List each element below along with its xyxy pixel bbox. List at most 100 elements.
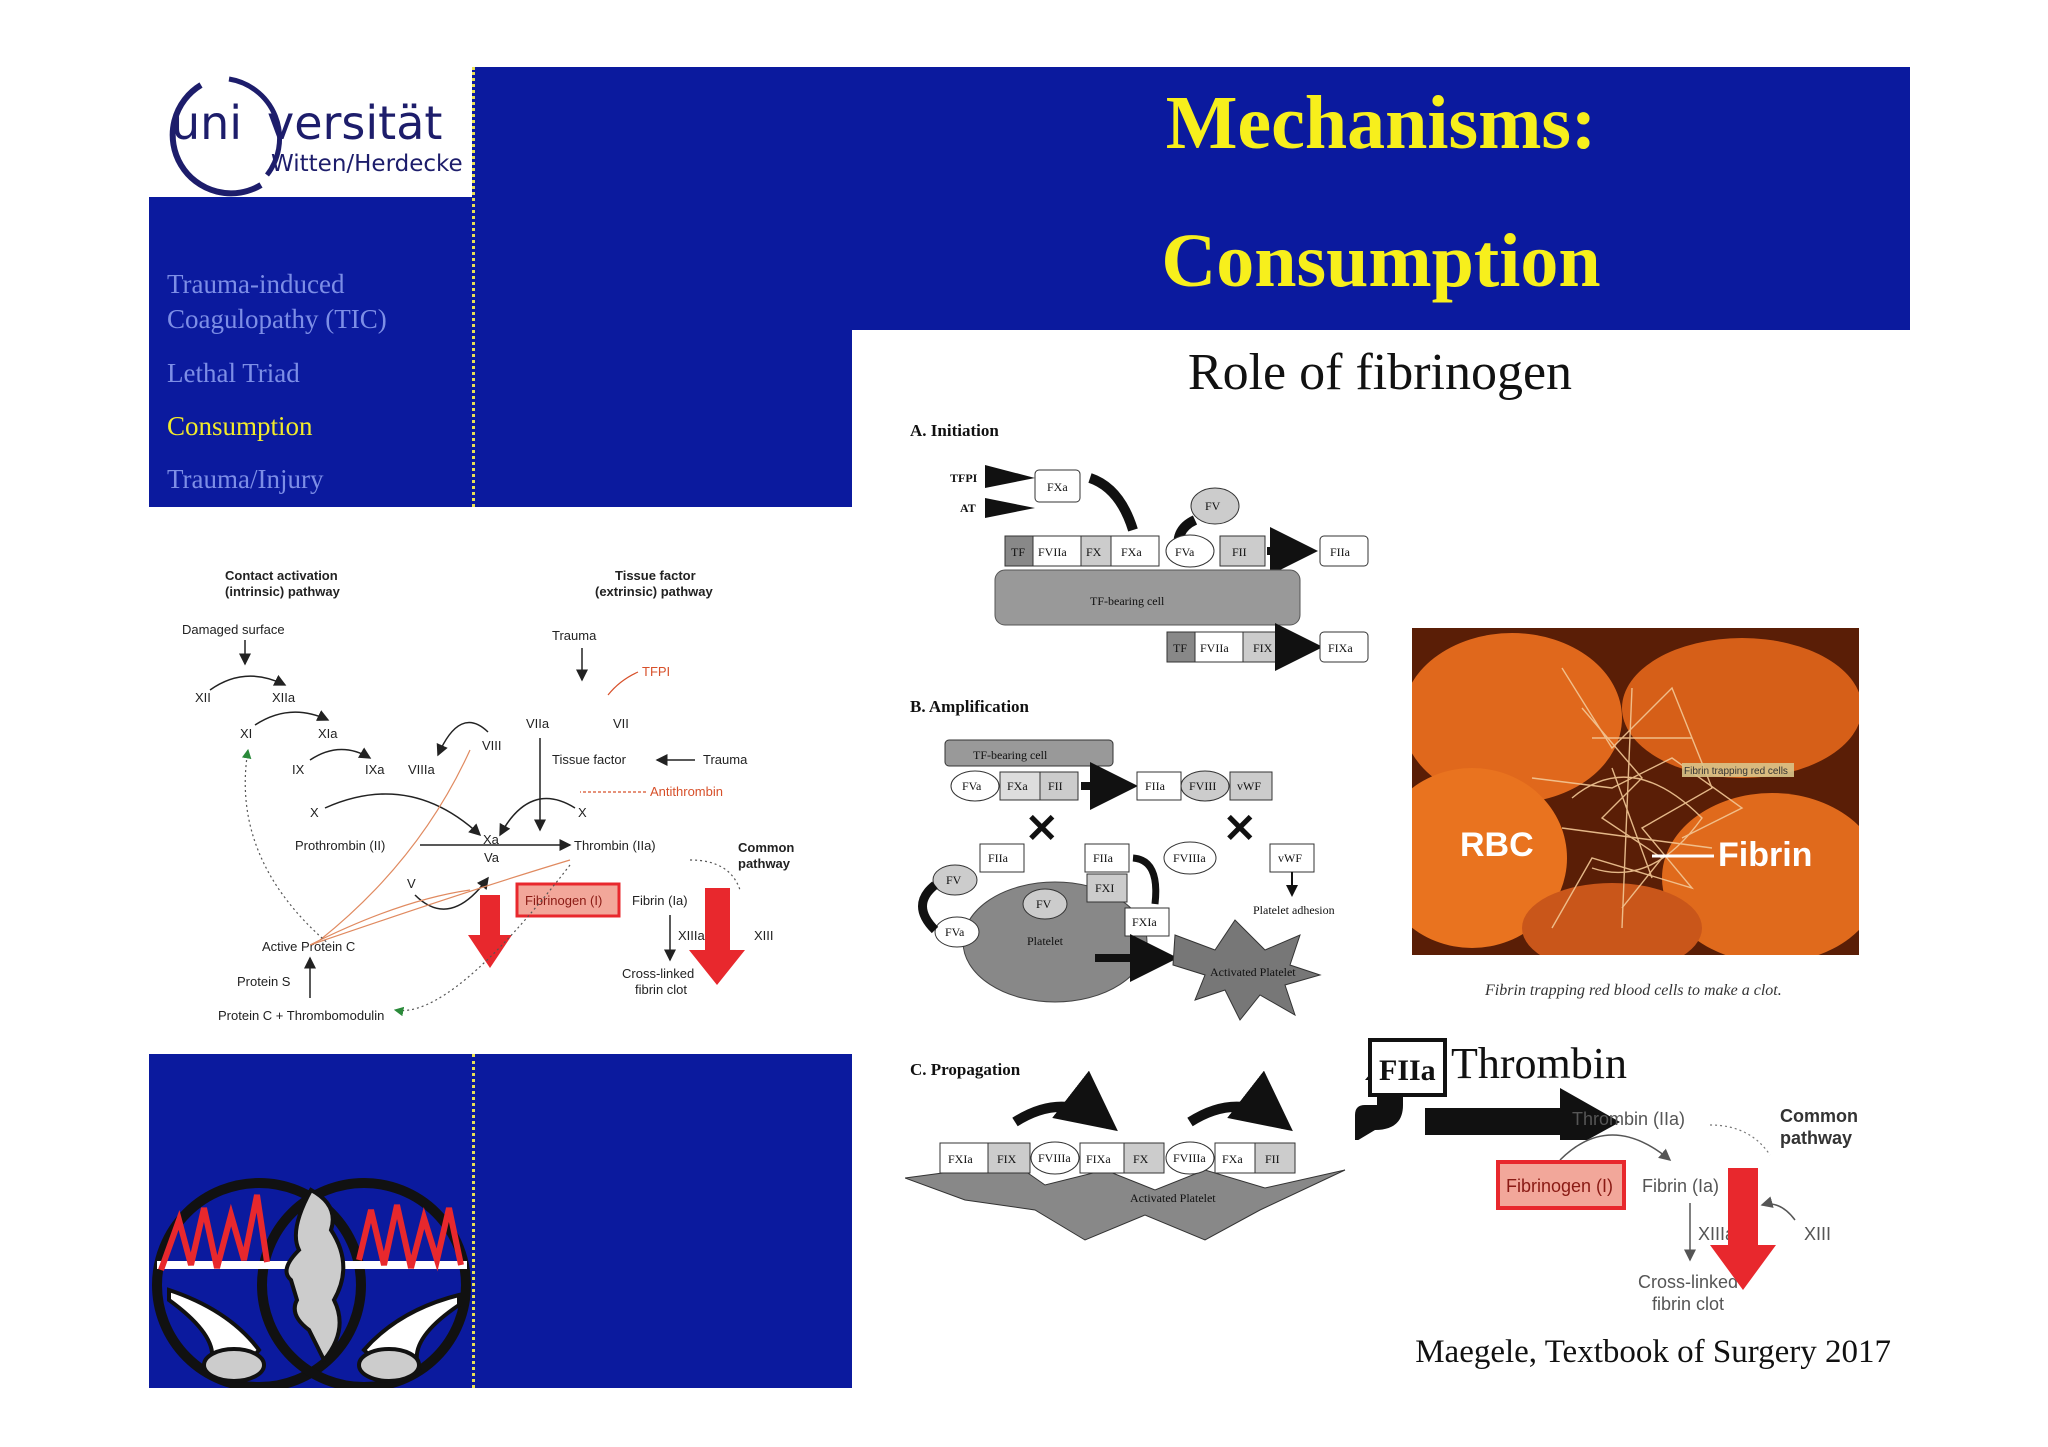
fiia-badge: FIIa [1379,1054,1436,1087]
vwf-b: vWF [1237,779,1261,793]
fibrinogen-box-c: Fibrinogen (I) [1506,1176,1613,1196]
extrinsic-title-1: Tissue factor [615,568,696,583]
tissue-factor: Tissue factor [552,752,627,767]
antithrombin-label: Antithrombin [650,784,723,799]
fix-a: FIX [1253,641,1273,655]
fibrin-ia-c: Fibrin (Ia) [1642,1176,1719,1196]
factor-xiia: XIIa [272,690,296,705]
thrombin-iia-c: Thrombin (IIa) [1572,1109,1685,1129]
section-propagation: C. Propagation [910,1060,1021,1079]
intrinsic-title-2: (intrinsic) pathway [225,584,341,599]
fv-b2: FV [1036,897,1052,911]
crosslinked-c2: fibrin clot [1652,1294,1724,1314]
logo-arc-icon [169,82,263,197]
fii-c: FII [1265,1152,1280,1166]
coagulation-cascade-diagram: Contact activation (intrinsic) pathway T… [182,568,794,1023]
crosslinked-c1: Cross-linked [1638,1272,1738,1292]
factor-x-right: X [578,805,587,820]
factor-viia: VIIa [526,716,550,731]
dotted-divider-top [472,67,475,507]
fviiia-c: FVIIIa [1038,1151,1071,1165]
fii-a: FII [1232,545,1247,559]
tfpi-a: TFPI [950,471,978,485]
xiiia-c: XIIIa [1698,1224,1736,1244]
cross-arrow-icon: ✕ [1223,806,1257,851]
fv-initiation: FV [1205,499,1221,513]
fibrin-micro-label: Fibrin [1718,836,1812,874]
activated-platelet-c: Activated Platelet [1130,1191,1216,1205]
fxa-initiation: FXa [1047,480,1068,494]
fxa-a: FXa [1121,545,1142,559]
nav-item-consumption[interactable]: Consumption [167,411,313,441]
logo-versitat: versität [267,96,442,150]
crosslinked-2: fibrin clot [635,982,687,997]
factor-vii: VII [613,716,629,731]
section-initiation: A. Initiation [910,421,999,440]
logo-arc-icon [228,76,283,177]
fibrinogen-box: Fibrinogen (I) [525,893,602,908]
xiii-c: XIII [1804,1224,1831,1244]
prothrombin-label: Prothrombin (II) [295,838,385,853]
tf-bearing-cell-b: TF-bearing cell [973,748,1048,762]
fix-c: FIX [997,1152,1017,1166]
red-arrow-down-icon [468,895,512,968]
logo-box [149,67,472,197]
common-pathway-diagram: Thrombin (IIa) Common pathway Fibrinogen… [1496,1106,1858,1314]
nav-item-lethal-triad[interactable]: Lethal Triad [167,358,300,388]
factor-xia: XIa [318,726,338,741]
thrombin-callout: FIIa Thrombin [1355,1038,1627,1140]
factor-ix: IX [292,762,305,777]
factor-xii: XII [195,690,211,705]
fva-b2: FVa [945,925,965,939]
factor-xiiia: XIIIa [678,928,706,943]
active-protein-c: Active Protein C [262,939,355,954]
fviiia-c2: FVIIIa [1173,1151,1206,1165]
factor-v: V [407,876,416,891]
fiia-a: FIIa [1330,545,1351,559]
micrograph-tag: Fibrin trapping red cells [1684,766,1788,777]
fiia-b: FIIa [1145,779,1166,793]
factor-va: Va [484,850,500,865]
fviiia-b: FVIIIa [1173,851,1206,865]
factor-viii: VIII [482,738,502,753]
fxa-c: FXa [1222,1152,1243,1166]
trauma-top: Trauma [552,628,597,643]
nav-item-trauma-injury[interactable]: Trauma/Injury [167,464,324,494]
fxa-b: FXa [1007,779,1028,793]
fxi-b: FXI [1095,881,1114,895]
common-pathway-c2: pathway [1780,1128,1852,1148]
fibrin-micrograph: Fibrin trapping red cells RBC Fibrin [1412,628,1859,955]
factor-x-left: X [310,805,319,820]
nav-item-tic[interactable]: Trauma-induced Coagulopathy (TIC) [167,267,387,337]
fxia-c: FXIa [948,1152,973,1166]
platelet-adhesion: Platelet adhesion [1253,903,1335,917]
factor-xi: XI [240,726,252,741]
tfpi-label: TFPI [642,664,670,679]
fiia-b2: FIIa [988,851,1009,865]
fviia-a: FVIIa [1038,545,1067,559]
slide-subtitle: Role of fibrinogen [1187,344,1573,401]
university-logo: uni versität Witten/Herdecke [169,76,463,197]
fva-b: FVa [962,779,982,793]
red-arrow-down-icon [1710,1168,1776,1290]
title-line-2: Consumption [1161,219,1601,303]
common-pathway-c1: Common [1780,1106,1858,1126]
fx-a: FX [1086,545,1102,559]
factor-xiii: XIII [754,928,774,943]
protein-s: Protein S [237,974,291,989]
emblem-logo [152,1178,471,1388]
fii-b: FII [1048,779,1063,793]
fviia-a2: FVIIa [1200,641,1229,655]
thrombin-title: Thrombin [1451,1039,1627,1088]
factor-viiia: VIIIa [408,762,436,777]
activated-platelet-b: Activated Platelet [1210,965,1296,979]
logo-city: Witten/Herdecke [271,151,463,177]
crosslinked-1: Cross-linked [622,966,694,981]
trauma-right: Trauma [703,752,748,767]
dotted-divider-bottom [472,1054,475,1388]
factor-ixa: IXa [365,762,385,777]
fva-a: FVa [1175,545,1195,559]
citation: Maegele, Textbook of Surgery 2017 [1415,1334,1891,1370]
tf-bearing-cell-a: TF-bearing cell [1090,594,1165,608]
fx-c: FX [1133,1152,1149,1166]
